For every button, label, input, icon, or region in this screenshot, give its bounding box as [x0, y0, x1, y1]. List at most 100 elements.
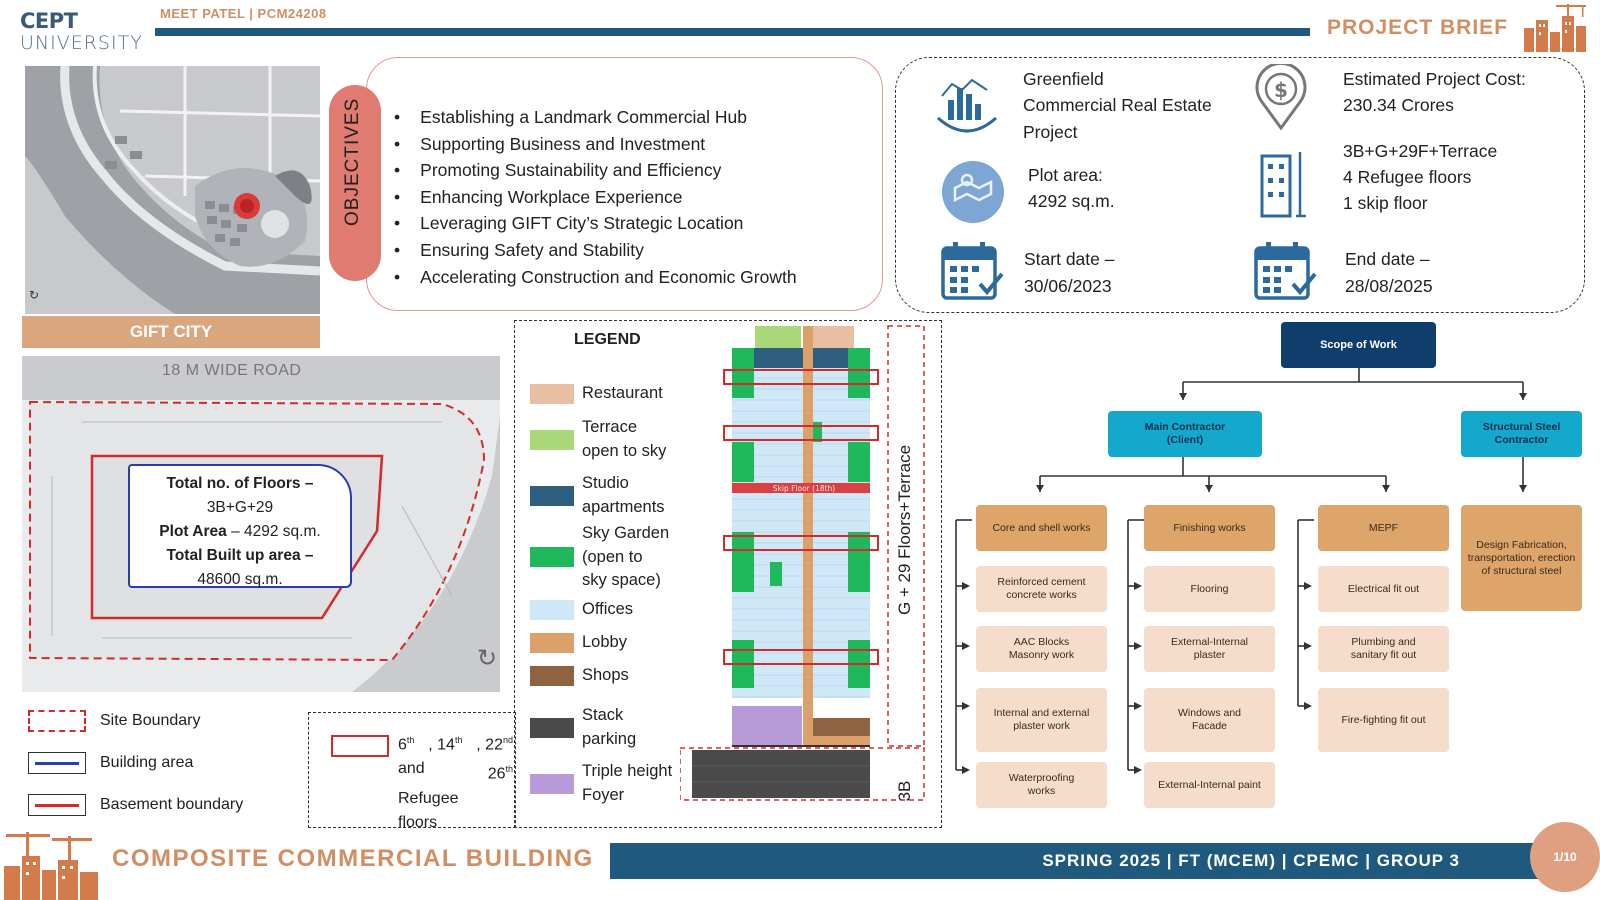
refugee-and: and: [398, 760, 425, 778]
plot-map-icon: [942, 161, 1004, 223]
building-icon: [1260, 152, 1306, 218]
site-legend-label: Building area: [100, 754, 194, 771]
page-number-badge: 1/10: [1530, 822, 1600, 892]
project-type-line2: Commercial Real Estate: [1023, 95, 1212, 115]
legend-swatch: [530, 429, 574, 450]
site-legend-label: Site Boundary: [100, 712, 201, 729]
core-shell-node: Core and shell works: [976, 505, 1107, 551]
location-map-drawing: ↻: [25, 66, 320, 314]
plot-area-label: Plot area:: [1028, 165, 1103, 185]
refugee-line3: Refugee: [398, 789, 459, 807]
dollar-pin-icon: $: [1255, 64, 1307, 131]
logo-line1: CEPT: [20, 9, 78, 33]
project-info-box: [895, 57, 1585, 313]
refugee-line2: and 26th: [398, 757, 513, 786]
building-elevation: Skip Floor (18th): [680, 325, 925, 801]
finishing-item-node: External-Internal plaster: [1144, 626, 1275, 672]
legend-swatch: [530, 599, 574, 620]
foyer-block: [732, 706, 802, 746]
legend-swatch: [530, 485, 574, 506]
legend-swatch: [530, 547, 574, 568]
site-legend-row: Basement boundary: [28, 792, 243, 818]
stack-parking-block: [692, 750, 870, 798]
site-summary-box: Total no. of Floors – 3B+G+29 Plot Area …: [128, 464, 352, 588]
legend-label: Lobby: [582, 631, 627, 655]
start-calendar-icon: [941, 242, 1004, 300]
refugee-line4: floors: [398, 813, 438, 831]
legend-label-line: Triple height: [582, 762, 673, 780]
legend-label-line: Restaurant: [582, 384, 663, 402]
objective-item: Leveraging GIFT City’s Strategic Locatio…: [394, 210, 797, 237]
header-rule: [155, 28, 1310, 36]
legend-swatch: [530, 773, 574, 794]
start-date-label: Start date –: [1024, 249, 1115, 269]
total-floors-label: Total no. of Floors –: [166, 475, 314, 492]
legend-label: Shops: [582, 664, 629, 688]
site-plot-label: Plot Area: [159, 523, 227, 540]
lobby-block: [813, 736, 870, 746]
finishing-node: Finishing works: [1144, 505, 1275, 551]
plot-area-value: 4292 sq.m.: [1028, 191, 1115, 211]
refugee-legend-box: [308, 712, 516, 828]
refugee-sup: th: [454, 735, 463, 745]
legend-swatch: [530, 717, 574, 738]
refugee-floor-bands: [723, 369, 879, 665]
steel-contractor-node: Structural Steel Contractor: [1461, 411, 1582, 457]
svg-text:↻: ↻: [29, 288, 39, 302]
page-title: PROJECT BRIEF: [1327, 16, 1509, 39]
objective-item: Promoting Sustainability and Efficiency: [394, 157, 797, 184]
objectives-heading: OBJECTIVES: [342, 97, 363, 226]
cost-value: 230.34 Crores: [1343, 95, 1454, 115]
legend-title: LEGEND: [574, 331, 641, 348]
svg-text:↻: ↻: [477, 644, 497, 672]
start-date-value: 30/06/2023: [1024, 276, 1112, 296]
legend-swatch: [530, 383, 574, 404]
parking-lines: [692, 765, 870, 783]
builtup-label: Total Built up area –: [166, 547, 314, 564]
office-floors: [732, 368, 870, 698]
basement-bracket: [680, 747, 925, 801]
legend-label-line: open to sky: [582, 441, 667, 460]
legend-label-line: Foyer: [582, 785, 625, 804]
end-date-value: 28/08/2025: [1345, 276, 1433, 296]
mepf-item-node: Fire-fighting fit out: [1318, 688, 1449, 752]
legend-label-line: sky space): [582, 571, 661, 589]
road-label: 18 M WIDE ROAD: [162, 362, 302, 379]
refugee-sup: th: [505, 764, 513, 775]
objective-item: Supporting Business and Investment: [394, 131, 797, 158]
refugee-num: 6: [398, 736, 407, 754]
floors-line3: 1 skip floor: [1343, 193, 1428, 213]
refugee-floor-22: , 22nd: [476, 728, 513, 757]
legend-swatch: [530, 665, 574, 686]
objectives-list: Establishing a Landmark Commercial Hub S…: [394, 104, 797, 290]
total-floors-value: 3B+G+29: [206, 499, 274, 516]
core-item-node: Reinforced cement concrete works: [976, 566, 1107, 612]
refugee-sup: nd: [502, 735, 513, 745]
legend-label-line: Offices: [582, 600, 634, 618]
footer-info: SPRING 2025 | FT (MCEM) | CPEMC | GROUP …: [1042, 851, 1460, 870]
floors-line1: 3B+G+29F+Terrace: [1343, 141, 1498, 161]
refugee-num: , 14: [428, 736, 455, 754]
elevation-box: [514, 320, 942, 828]
page-number: 1/10: [1553, 850, 1577, 864]
site-legend-row: Site Boundary: [28, 708, 201, 734]
refugee-floor-26: 26th: [488, 757, 513, 786]
legend-label: Terrace open to sky: [582, 416, 666, 463]
logo-line2: UNIVERSITY: [20, 32, 143, 54]
steel-work-node: Design Fabrication, transportation, erec…: [1461, 505, 1582, 611]
refugee-sup: th: [406, 735, 415, 745]
building-area-swatch: [28, 752, 86, 774]
legend-label-line: apartments: [582, 497, 665, 516]
end-calendar-icon: [1254, 242, 1317, 300]
legend-label-line: Shops: [582, 666, 629, 684]
floors-line2: 4 Refugee floors: [1343, 167, 1472, 187]
legend-label-line: (open to: [582, 547, 643, 566]
svg-text:$: $: [1274, 78, 1288, 102]
studio-block: [732, 348, 856, 368]
legend-label-line: Terrace: [582, 418, 638, 436]
refugee-floor-14: , 14th: [428, 728, 462, 757]
floor-lines: [732, 377, 870, 698]
skip-floor-band: [732, 483, 870, 493]
